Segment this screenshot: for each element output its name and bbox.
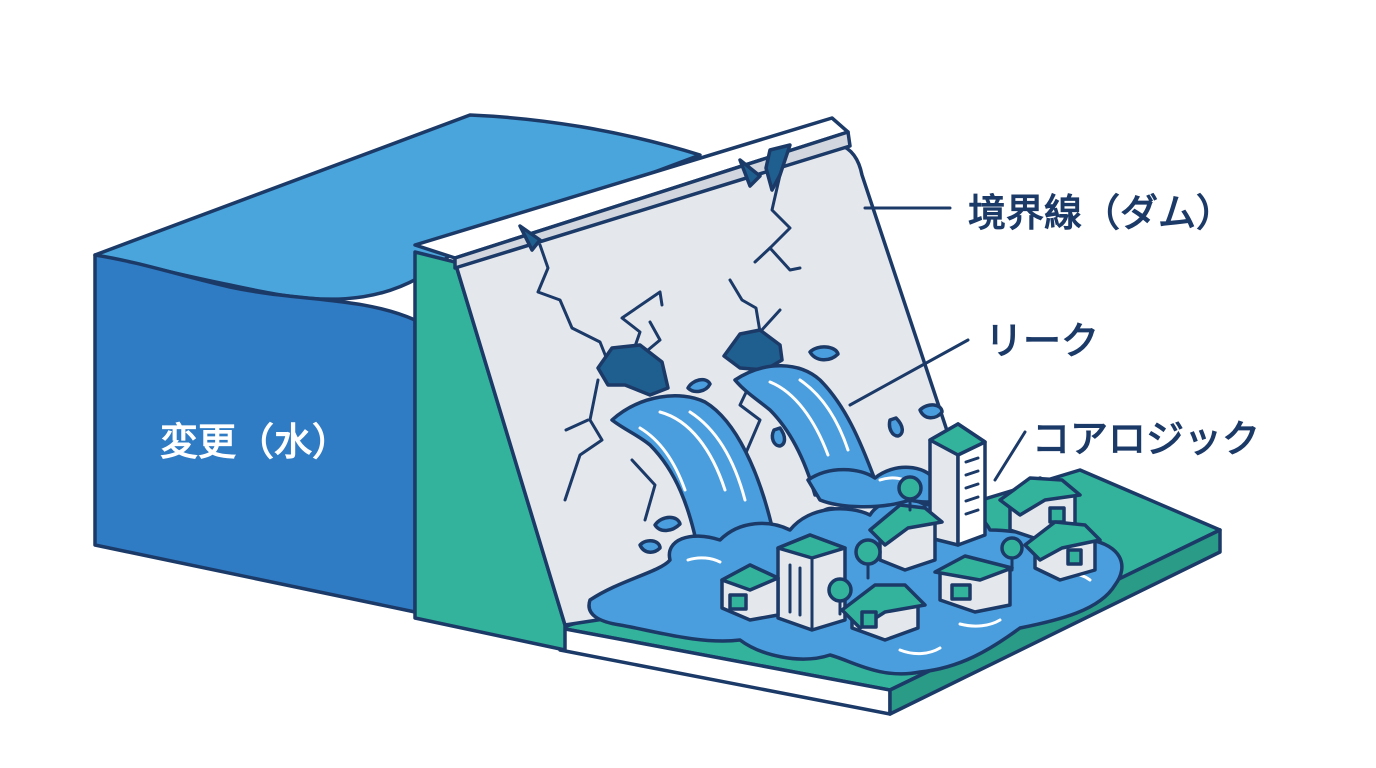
leader-core [993, 430, 1027, 482]
garage-left [720, 563, 780, 622]
house-front [840, 583, 927, 642]
house-right-front [1023, 520, 1102, 582]
office-building [776, 533, 847, 632]
leader-lines [848, 206, 1027, 482]
house-middle [868, 503, 944, 572]
label-boundary: 境界線（ダム） [968, 191, 1234, 235]
dam-hole-right [722, 328, 784, 372]
label-change-water: 変更（水） [160, 420, 350, 464]
tower-building [928, 422, 987, 547]
trees [827, 475, 1024, 616]
dam-side-face [413, 250, 567, 652]
dam-top-crack [764, 143, 792, 192]
reservoir-water [93, 113, 702, 614]
water-front-face [93, 253, 417, 614]
label-leak: リーク [985, 319, 1099, 363]
flood-pool [587, 497, 1124, 676]
garage-right [933, 554, 1014, 614]
dam-hole-left [596, 343, 670, 397]
core-logic-town [720, 422, 1102, 642]
leak-streams [610, 364, 877, 562]
leader-leak [848, 338, 970, 407]
label-core-logic: コアロジック [1032, 417, 1260, 461]
